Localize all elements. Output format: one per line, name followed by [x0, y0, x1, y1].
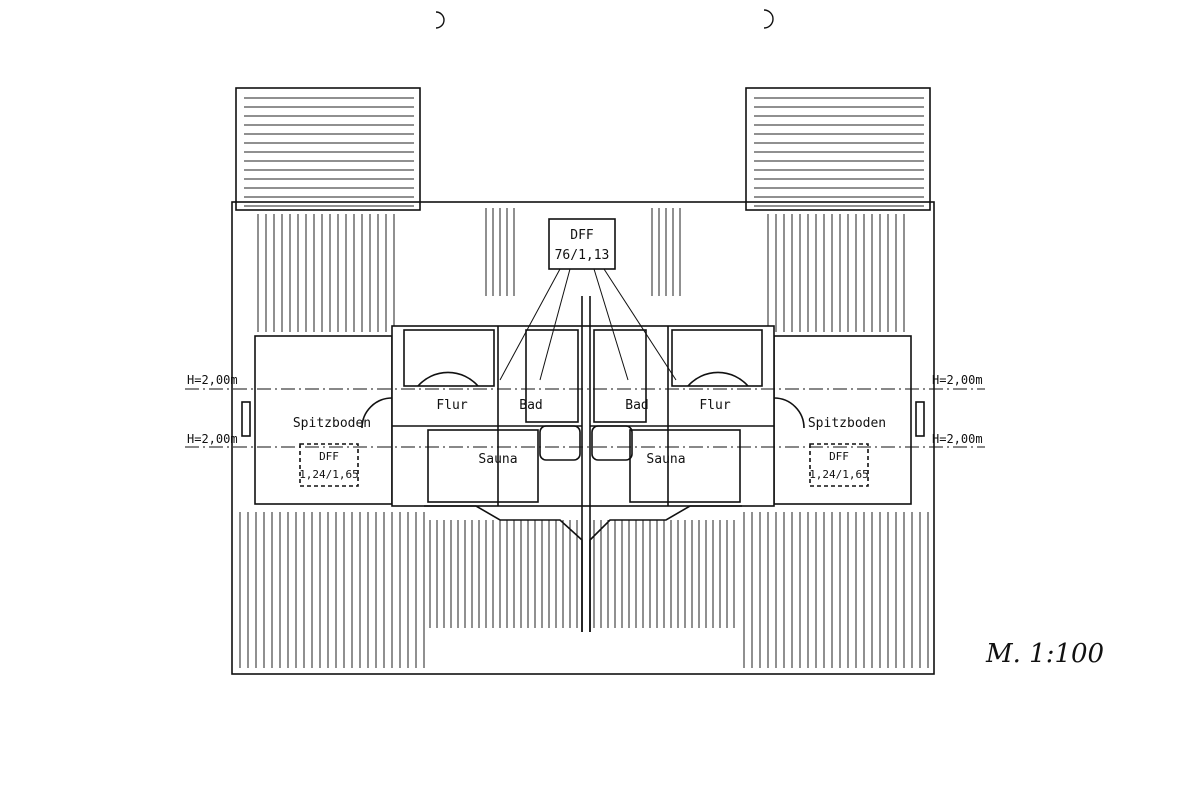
roof-window-left	[241, 401, 251, 437]
room-label-flur-left: Flur	[436, 398, 467, 413]
bad-left	[525, 329, 579, 423]
room-label-sauna-right: Sauna	[646, 452, 685, 467]
dff-leader-lines	[499, 268, 677, 381]
door-right	[773, 397, 805, 429]
room-label-bad-left: Bad	[519, 398, 542, 413]
dormer-top-right	[745, 87, 931, 211]
height-label-right-bottom: H=2,00m	[932, 432, 983, 446]
sauna-right	[629, 429, 741, 503]
central-core	[391, 325, 775, 507]
dff-left-size: 1,24/1,65	[299, 468, 359, 481]
room-label-sauna-left: Sauna	[478, 452, 517, 467]
room-label-flur-right: Flur	[699, 398, 730, 413]
shower-right	[591, 425, 633, 461]
dff-left-label: DFF	[319, 450, 339, 463]
stair-left	[403, 329, 495, 387]
punch-mark-left	[435, 11, 445, 29]
dff-top-label: DFF	[570, 228, 594, 243]
bad-right	[593, 329, 647, 423]
dff-box-top	[548, 218, 616, 270]
height-label-right-top: H=2,00m	[932, 373, 983, 387]
room-label-spitzboden-left: Spitzboden	[293, 416, 371, 431]
room-label-bad-right: Bad	[625, 398, 648, 413]
dff-box-right	[809, 443, 869, 487]
height-label-left-bottom: H=2,00m	[187, 432, 238, 446]
roof-hatching	[239, 97, 929, 668]
roof-outline	[231, 201, 935, 675]
room-label-spitzboden-right: Spitzboden	[808, 416, 886, 431]
door-left	[361, 397, 393, 429]
punch-mark-right	[763, 9, 774, 29]
height-label-left-top: H=2,00m	[187, 373, 238, 387]
dormer-top-left	[235, 87, 421, 211]
walls	[231, 87, 935, 675]
shower-left	[539, 425, 581, 461]
dff-box-left	[299, 443, 359, 487]
scale-note: M. 1:100	[985, 639, 1104, 669]
dff-right-label: DFF	[829, 450, 849, 463]
dff-top-size: 76/1,13	[555, 248, 610, 263]
height-lines	[185, 388, 985, 448]
spitzboden-left-room	[254, 335, 393, 505]
sauna-left	[427, 429, 539, 503]
roof-window-right	[915, 401, 925, 437]
dff-right-size: 1,24/1,65	[809, 468, 869, 481]
stair-right	[671, 329, 763, 387]
